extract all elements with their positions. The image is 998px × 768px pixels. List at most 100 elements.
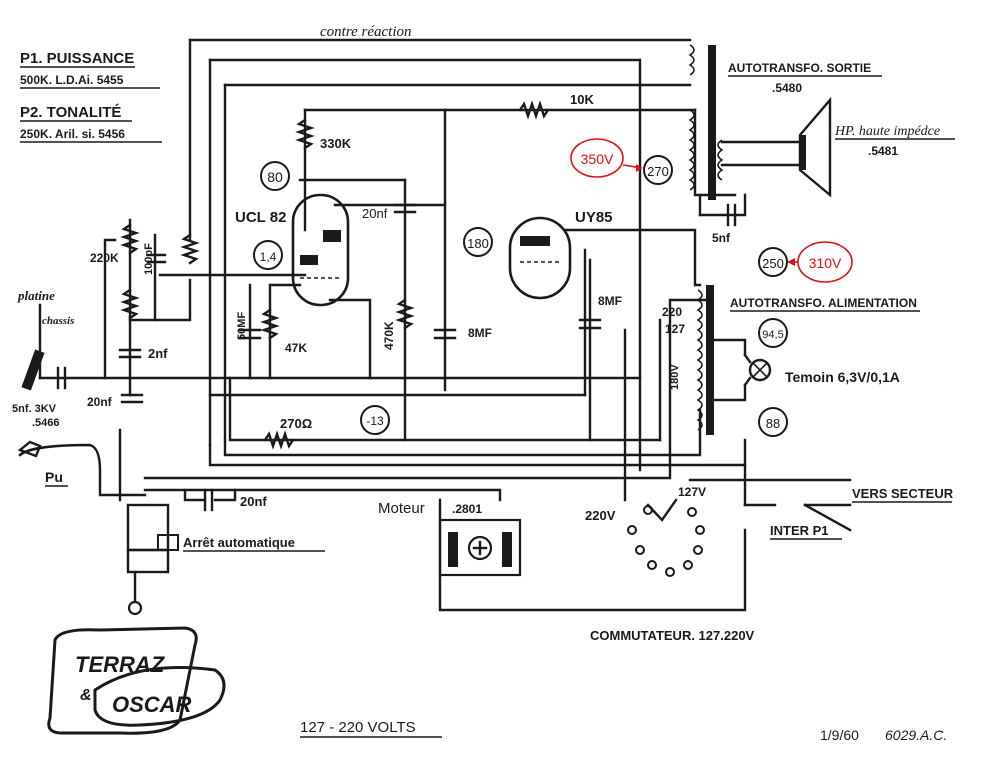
wire xyxy=(103,238,117,380)
resistor-330k xyxy=(295,118,315,150)
logo-oscar: OSCAR xyxy=(112,692,192,717)
c8mf-b-label: 8MF xyxy=(598,294,622,308)
inter-label: INTER P1 xyxy=(770,523,829,538)
tube-ucl82 xyxy=(291,193,350,307)
moteur-ref: .2801 xyxy=(452,502,482,516)
cap-20nf-c xyxy=(203,488,214,512)
wire xyxy=(328,298,372,380)
voltage-nodes xyxy=(253,155,788,437)
p1-value: 500K. L.D.Ai. 5455 xyxy=(20,73,124,87)
node-180: 180 xyxy=(467,236,489,251)
output-transformer-ref: .5480 xyxy=(772,81,802,95)
commutateur-label: COMMUTATEUR. 127.220V xyxy=(590,628,755,643)
resistor-p1 xyxy=(180,233,200,265)
node-1-4: 1,4 xyxy=(260,250,277,264)
c5nf3kv-label: 5nf. 3KV xyxy=(12,403,57,415)
red-annotations xyxy=(570,138,853,283)
capacitors xyxy=(56,203,737,512)
arret-label: Arrêt automatique xyxy=(183,535,295,550)
wire xyxy=(563,228,702,287)
logo-ampersand: & xyxy=(80,687,92,704)
cap-8mf-b xyxy=(578,318,602,330)
wire xyxy=(143,488,502,502)
wire xyxy=(228,376,662,442)
node-minus13: -13 xyxy=(366,414,384,428)
wiring xyxy=(18,38,852,612)
output-transformer xyxy=(688,44,724,200)
p2-title: P2. TONALITÉ xyxy=(20,104,121,121)
tube-uy85 xyxy=(508,216,572,300)
r270-label: 270Ω xyxy=(280,416,312,431)
r220k-label: 220K xyxy=(90,251,119,265)
logo-terraz: TERRAZ xyxy=(75,652,166,677)
wire xyxy=(183,488,207,502)
c2nf-label: 2nf xyxy=(148,346,168,361)
date-label: 1/9/60 xyxy=(820,727,859,743)
commutator xyxy=(627,498,705,577)
c5nf3kv-ref: .5466 xyxy=(32,417,60,429)
wire xyxy=(213,488,237,502)
tap-180v: 180V xyxy=(669,364,681,390)
c50mf-label: 50MF xyxy=(236,312,248,340)
power-transformer-label: AUTOTRANSFO. ALIMENTATION xyxy=(730,296,917,310)
wire xyxy=(208,58,642,472)
platine-label: platine xyxy=(17,288,55,303)
switch-127v: 127V xyxy=(678,485,706,499)
r47k-label: 47K xyxy=(285,341,307,355)
resistor-470k xyxy=(395,298,415,330)
red-350v: 350V xyxy=(581,151,614,167)
r10k-label: 10K xyxy=(570,92,594,107)
resistor-270 xyxy=(263,430,295,450)
wire xyxy=(803,503,852,532)
cap-50mf xyxy=(238,328,262,340)
tap-127: 127 xyxy=(665,322,685,336)
p2-value: 250K. Aril. si. 5456 xyxy=(20,127,125,141)
moteur-label: Moteur xyxy=(378,500,425,517)
text-labels: P1. PUISSANCE 500K. L.D.Ai. 5455 P2. TON… xyxy=(12,24,955,743)
motor-icon xyxy=(467,535,493,561)
c20nf-b-label: 20nf xyxy=(87,395,113,409)
pickup-cartridge xyxy=(126,503,179,616)
node-94-5: 94,5 xyxy=(762,329,783,341)
cap-5nf3kv xyxy=(56,366,67,390)
chassis-label: chassis xyxy=(42,315,74,327)
wire xyxy=(223,408,702,457)
wire xyxy=(128,278,192,322)
wire xyxy=(18,443,147,497)
wire xyxy=(143,298,707,480)
switch-220v: 220V xyxy=(585,508,616,523)
node-270: 270 xyxy=(647,164,669,179)
c5nf-label: 5nf xyxy=(712,231,731,245)
c20nf-label: 20nf xyxy=(362,206,388,221)
node-88: 88 xyxy=(766,416,780,431)
volts-label: 127 - 220 VOLTS xyxy=(300,719,416,736)
vers-secteur-label: VERS SECTEUR xyxy=(852,486,954,501)
ucl82-label: UCL 82 xyxy=(235,209,286,226)
resistor-p2 xyxy=(120,288,140,320)
r470k-label: 470K xyxy=(382,321,396,350)
speaker xyxy=(720,96,832,198)
input-plug xyxy=(17,349,45,458)
cap-8mf-a xyxy=(433,328,457,340)
cap-100pf xyxy=(146,253,167,264)
wire xyxy=(693,108,737,197)
power-transformer xyxy=(696,285,772,435)
red-310v: 310V xyxy=(809,255,842,271)
wire xyxy=(208,438,747,467)
c100pf-label: 100pF xyxy=(143,243,155,275)
pilot-lamp-icon xyxy=(748,358,772,382)
wire xyxy=(698,193,747,217)
resistor-220k xyxy=(120,223,140,255)
c8mf-a-label: 8MF xyxy=(468,326,492,340)
pu-label: Pu xyxy=(45,469,63,485)
ref-label: 6029.A.C. xyxy=(885,727,947,743)
r330k-label: 330K xyxy=(320,136,352,151)
tap-220: 220 xyxy=(662,305,682,319)
c20nf-c-label: 20nf xyxy=(240,494,267,509)
logo xyxy=(47,626,226,735)
p1-title: P1. PUISSANCE xyxy=(20,50,134,67)
cap-2nf xyxy=(118,348,142,359)
cap-20nf-top xyxy=(393,203,417,214)
cap-20nf-b xyxy=(120,393,144,404)
